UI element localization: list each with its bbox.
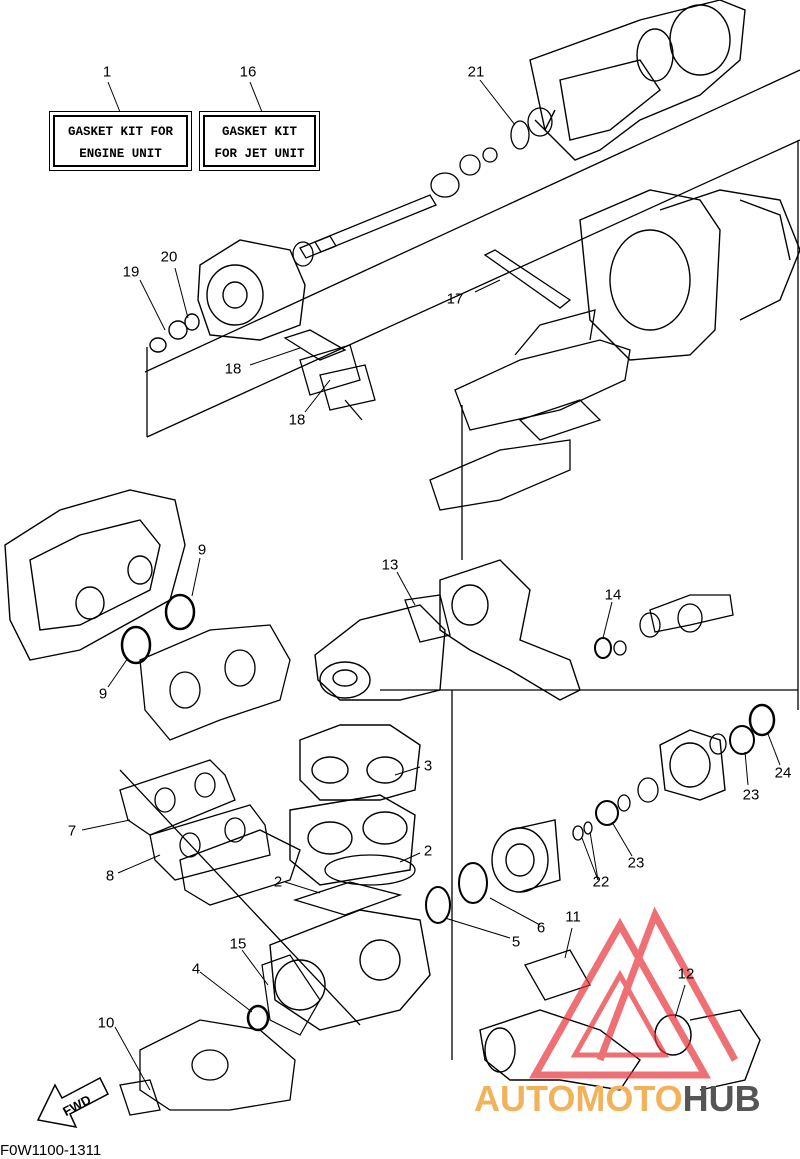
callout-15: 15	[229, 935, 247, 953]
assembly-line-jet-upper	[144, 69, 800, 373]
gasket-2-upper	[324, 854, 416, 886]
coupling	[491, 819, 561, 893]
rubber-joint	[639, 594, 734, 638]
crankcase	[269, 909, 431, 1031]
o-ring-9-left	[120, 625, 152, 665]
gasket-8	[149, 804, 271, 881]
bearing-23-lower	[595, 800, 619, 826]
bearing-23-upper	[729, 725, 755, 755]
o-ring-9-right	[164, 593, 196, 631]
watermark-part1: AUTOMOTO	[474, 1078, 683, 1119]
gasket-kit-engine-label: GASKET KIT FOR ENGINE UNIT	[49, 111, 192, 171]
callout-23-lower: 23	[627, 854, 645, 872]
callout-23-upper: 23	[742, 786, 760, 804]
jet-intake-housing	[579, 189, 800, 361]
exhaust-manifold	[314, 604, 446, 701]
callout-5: 5	[511, 933, 521, 951]
callout-12: 12	[677, 965, 695, 983]
watermark-logo	[528, 906, 739, 1079]
callout-6: 6	[536, 919, 546, 937]
assembly-line-lower-left	[119, 769, 361, 1026]
drive-shaft	[292, 107, 553, 267]
watermark-text: AUTOMOTOHUB	[474, 1078, 761, 1120]
kit-jet-line1: GASKET KIT	[221, 125, 297, 139]
cylinder-head	[299, 724, 421, 801]
callout-8: 8	[105, 867, 115, 885]
circlip-lower	[617, 794, 631, 812]
assembly-line-jet-lower	[146, 139, 800, 438]
kit-jet-number: 16	[239, 63, 257, 81]
gasket-7	[119, 759, 236, 836]
exhaust-pipe-lower	[479, 1009, 761, 1091]
intake-manifold	[139, 624, 291, 741]
callout-20: 20	[160, 248, 178, 266]
callout-22: 22	[592, 873, 610, 891]
gasket-18-assembly	[283, 329, 376, 421]
callout-3: 3	[423, 757, 433, 775]
fwd-arrow	[36, 1076, 109, 1128]
callout-13: 13	[381, 556, 399, 574]
kit-engine-number: 1	[102, 63, 112, 81]
callout-17: 17	[446, 290, 464, 308]
intake-duct	[429, 309, 631, 511]
callout-21: 21	[467, 63, 485, 81]
cylinder-block	[289, 794, 416, 886]
exhaust-chamber	[439, 559, 581, 701]
engine-mount	[119, 1019, 296, 1116]
callout-14: 14	[604, 586, 622, 604]
bearing-mid	[637, 777, 659, 803]
figure-code: F0W1100-1311	[0, 1142, 102, 1159]
clamp-14	[594, 637, 612, 659]
callout-2-left: 2	[273, 873, 283, 891]
watermark-part2: HUB	[682, 1078, 761, 1119]
callout-9-left: 9	[98, 685, 108, 703]
oil-seal-5	[425, 886, 451, 924]
callout-2-right: 2	[423, 842, 433, 860]
kit-engine-line2: ENGINE UNIT	[79, 147, 162, 161]
callout-11: 11	[565, 908, 581, 926]
gasket-15	[261, 954, 321, 1036]
callout-4: 4	[191, 960, 201, 978]
callout-24: 24	[774, 764, 792, 782]
callout-19: 19	[122, 263, 140, 281]
jet-pump-housing	[529, 0, 746, 161]
reed-valve	[179, 829, 301, 906]
callout-18-lower: 18	[288, 411, 306, 429]
kit-engine-line1: GASKET KIT FOR	[67, 125, 174, 139]
o-ring-22b	[583, 821, 593, 835]
bearing-housing	[659, 729, 726, 801]
cylinder-head-cover	[4, 489, 186, 661]
intermediate-housing	[149, 239, 306, 353]
gasket-2-lower	[292, 881, 403, 916]
gasket-kit-jet-label: GASKET KIT FOR JET UNIT	[199, 111, 320, 171]
washer-14	[613, 640, 627, 656]
gasket-17	[483, 249, 572, 309]
circlip	[709, 733, 727, 755]
rubber-coupler-6	[458, 862, 488, 904]
kit-jet-line2: FOR JET UNIT	[214, 147, 305, 161]
oil-seal-4	[246, 1004, 270, 1032]
callout-10: 10	[97, 1014, 115, 1032]
o-ring-22a	[572, 825, 584, 841]
callout-7: 7	[67, 822, 77, 840]
oil-seal-24	[748, 703, 776, 737]
callout-9-right: 9	[197, 541, 207, 559]
callout-18-upper: 18	[224, 360, 242, 378]
gasket-13	[404, 594, 451, 643]
